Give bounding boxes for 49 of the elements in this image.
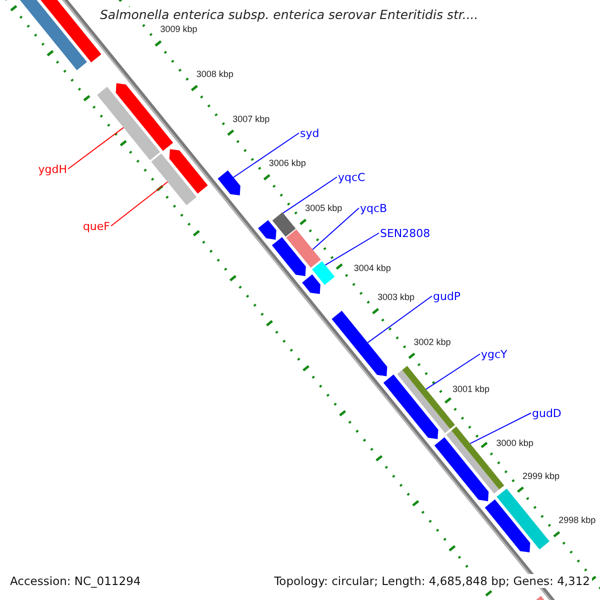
scale-label: 3002 kbp [414, 336, 451, 347]
gene-feature [169, 149, 208, 194]
gene-feature [218, 170, 240, 196]
gene-label: ygcY [481, 348, 508, 361]
gene-label: syd [300, 127, 320, 140]
gene-feature [286, 229, 321, 268]
gene-feature [151, 154, 197, 206]
leader-line [426, 354, 480, 390]
gene-label: yqcB [360, 202, 388, 215]
leader-line [282, 176, 338, 214]
gene-feature [272, 237, 306, 276]
leader-line [470, 412, 532, 444]
gene-feature [434, 437, 489, 502]
leader-line [232, 132, 300, 178]
gene-feature [116, 83, 174, 151]
leader-line [324, 232, 380, 266]
gene-feature [302, 274, 320, 294]
scale-label: 3001 kbp [452, 384, 490, 394]
gene-label: yqcC [338, 171, 366, 184]
scale-label: 3007 kbp [232, 114, 270, 124]
leader-line [110, 181, 168, 226]
genome-summary-text: Topology: circular; Length: 4,685,848 bp; Genes: 4,312 [272, 574, 592, 588]
scale-label: 3009 kbp [160, 24, 198, 34]
gene-feature [332, 310, 388, 376]
gene-feature [258, 220, 276, 240]
gene-feature [397, 366, 455, 434]
gene-label: ygdH [38, 163, 67, 176]
gene-feature [312, 261, 335, 285]
scale-label: 2998 kbp [558, 515, 596, 526]
scale-label: 3006 kbp [268, 158, 306, 168]
gene-label: gudD [532, 407, 562, 420]
leader-line [68, 127, 124, 170]
gene-feature [484, 499, 530, 552]
gene-feature [496, 488, 550, 550]
scale-label: 3004 kbp [354, 263, 391, 274]
leader-line [367, 296, 432, 344]
gene-label: SEN2808 [380, 227, 430, 240]
gene-label: queF [82, 220, 110, 233]
scale-label: 3003 kbp [378, 292, 415, 302]
gene-feature [97, 86, 160, 160]
scale-label: 3000 kbp [496, 438, 534, 448]
scale-label: 3005 kbp [305, 202, 342, 213]
leader-line [312, 208, 360, 250]
gene-feature [383, 374, 438, 440]
scale-label: 2999 kbp [522, 470, 560, 481]
accession-text: Accession: NC_011294 [8, 574, 143, 588]
scale-label: 3008 kbp [196, 69, 234, 80]
gene-label: gudP [433, 290, 461, 303]
gene-feature [272, 212, 296, 237]
